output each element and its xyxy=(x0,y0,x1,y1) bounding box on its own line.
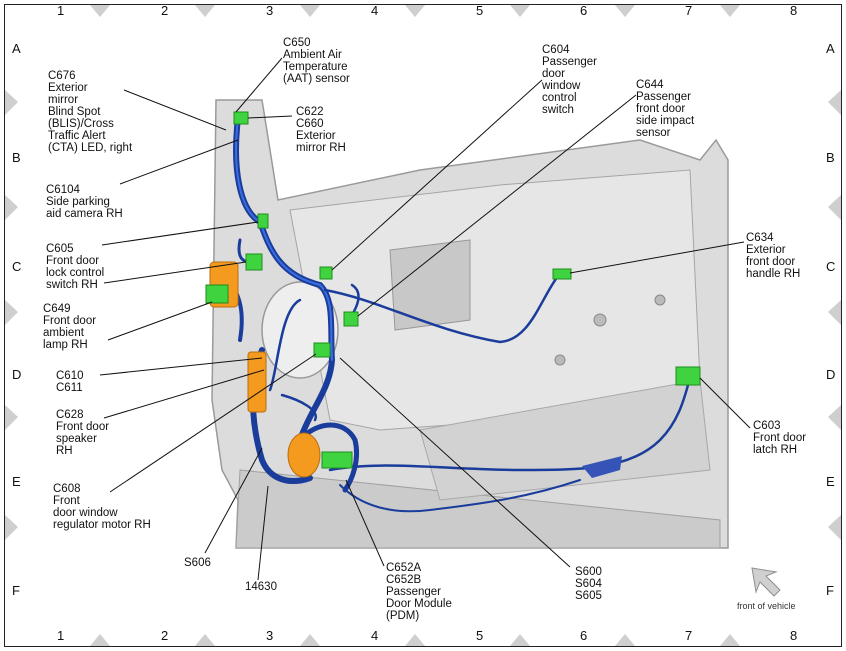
connectors xyxy=(205,111,701,469)
front-arrow-icon xyxy=(751,567,781,597)
grid-row-left-C: C xyxy=(12,259,22,274)
diagram-frame xyxy=(4,4,842,647)
grid-row-right-B: B xyxy=(826,150,835,165)
label-c610: C610 C611 xyxy=(56,370,84,394)
label-c603: C603 Front door latch RH xyxy=(753,420,807,456)
label-14630: 14630 xyxy=(245,581,277,593)
label-s600: S600 S604 S605 xyxy=(575,566,602,602)
grid-col-top-3: 3 xyxy=(266,3,274,18)
grid-row-right-A: A xyxy=(826,41,835,56)
grid-col-bottom-6: 6 xyxy=(580,628,588,643)
grid-col-bottom-3: 3 xyxy=(266,628,274,643)
label-c652: C652A C652B Passenger Door Module (PDM) xyxy=(386,562,452,622)
label-s606: S606 xyxy=(184,557,211,569)
label-c649: C649 Front door ambient lamp RH xyxy=(43,303,97,351)
grid-row-left-A: A xyxy=(12,41,21,56)
grid-col-top-6: 6 xyxy=(580,3,588,18)
grid-row-right-C: C xyxy=(826,259,836,274)
label-c6104: C6104 Side parking aid camera RH xyxy=(46,184,123,220)
front-of-vehicle-label: front of vehicle xyxy=(737,601,796,611)
label-c604: C604 Passenger door window control switc… xyxy=(542,44,597,116)
grid-col-bottom-8: 8 xyxy=(790,628,798,643)
grid-col-top-1: 1 xyxy=(57,3,65,18)
label-c622: C622 C660 Exterior mirror RH xyxy=(296,106,346,154)
label-c628: C628 Front door speaker RH xyxy=(56,409,110,457)
border-markers xyxy=(5,5,841,646)
grid-row-left-D: D xyxy=(12,367,22,382)
leader-lines xyxy=(99,57,751,581)
grid-col-top-7: 7 xyxy=(685,3,693,18)
label-c676: C676 Exterior mirror Blind Spot (BLIS)/C… xyxy=(48,70,133,154)
grid-col-top-4: 4 xyxy=(371,3,379,18)
grid-col-bottom-1: 1 xyxy=(57,628,65,643)
grid-row-right-F: F xyxy=(826,583,834,598)
door-panel xyxy=(211,99,729,549)
grid-col-bottom-4: 4 xyxy=(371,628,379,643)
grid-col-bottom-7: 7 xyxy=(685,628,693,643)
grid-row-left-F: F xyxy=(12,583,20,598)
grid-col-top-2: 2 xyxy=(161,3,169,18)
grid-row-right-E: E xyxy=(826,474,835,489)
label-c634: C634 Exterior front door handle RH xyxy=(746,232,801,280)
grid-row-left-E: E xyxy=(12,474,21,489)
grid-row-right-D: D xyxy=(826,367,836,382)
grid-row-left-B: B xyxy=(12,150,21,165)
label-c650: C650 Ambient Air Temperature (AAT) senso… xyxy=(283,37,350,85)
foam-tape xyxy=(582,456,622,478)
grid-col-top-5: 5 xyxy=(476,3,484,18)
grid-col-bottom-2: 2 xyxy=(161,628,169,643)
grid-col-top-8: 8 xyxy=(790,3,798,18)
label-c605: C605 Front door lock control switch RH xyxy=(46,243,105,291)
label-c644: C644 Passenger front door side impact se… xyxy=(636,79,695,139)
grid-col-bottom-5: 5 xyxy=(476,628,484,643)
label-c608: C608 Front door window regulator motor R… xyxy=(53,483,151,531)
